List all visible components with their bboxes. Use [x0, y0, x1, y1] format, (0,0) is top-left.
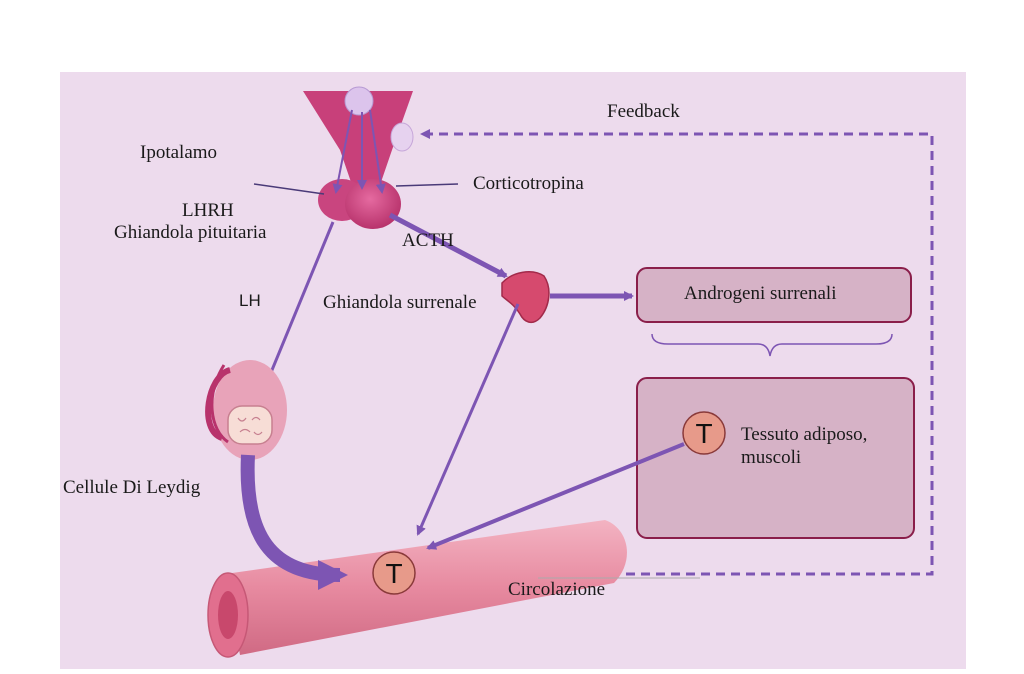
label-lhrh: LHRH: [182, 200, 234, 221]
testosterone-label-tissue: T: [695, 418, 712, 449]
testosterone-circle-tissue: [682, 411, 726, 455]
label-acth: ACTH: [402, 230, 454, 251]
testosterone-circle-circulation: [372, 551, 416, 595]
label-androgeni-surrenali: Androgeni surrenali: [684, 283, 836, 304]
pointer-line-corticotropina: [395, 183, 459, 187]
label-ghiandola-surrenale: Ghiandola surrenale: [323, 292, 477, 313]
hypothalamus-pituitary-icon: [303, 86, 414, 229]
label-tessuto-adiposo: Tessuto adiposo,: [741, 424, 867, 445]
brace: [651, 333, 893, 357]
testis-leydig-icon: [205, 360, 287, 460]
label-ipotalamo: Ipotalamo: [140, 142, 217, 163]
leydig-to-circulation-arrow: [240, 454, 348, 590]
label-lh: LH: [239, 291, 261, 310]
feedback-dashed-line: [416, 129, 934, 576]
label-feedback: Feedback: [607, 101, 680, 122]
blood-vessel-icon: [207, 520, 627, 658]
label-ghiandola-pituitaria: Ghiandola pituitaria: [114, 222, 267, 243]
tissue-to-circulation-arrow: [426, 442, 685, 550]
label-circolazione: Circolazione: [508, 579, 605, 600]
adrenal-gland-icon: [501, 271, 550, 324]
label-corticotropina: Corticotropina: [473, 173, 584, 194]
label-cellule-leydig: Cellule Di Leydig: [63, 477, 201, 498]
testosterone-label-circulation: T: [385, 558, 402, 589]
androgeni-surrenali-box: [636, 267, 912, 323]
acth-arrow: [388, 212, 508, 279]
pointer-line-lhrh: [253, 183, 325, 195]
adrenal-to-circulation-arrow: [416, 303, 520, 536]
label-muscoli: muscoli: [741, 447, 801, 468]
